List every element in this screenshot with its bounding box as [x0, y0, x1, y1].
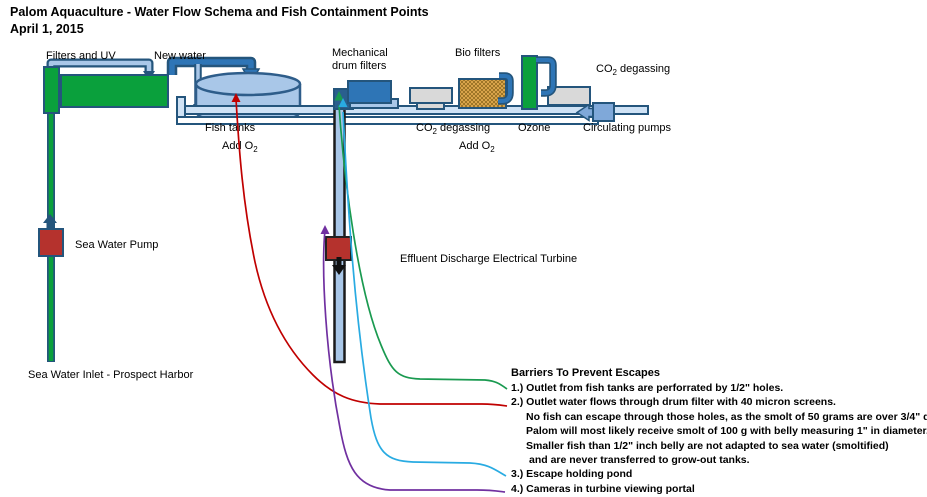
label-fish-tanks: Fish tanks [205, 122, 256, 134]
label-effluent-turbine: Effluent Discharge Electrical Turbine [400, 253, 578, 265]
barrier-line-2a: No fish can escape through those holes, … [526, 410, 927, 423]
page-title: Palom Aquaculture - Water Flow Schema an… [10, 5, 429, 19]
sea-water-pump-unit [38, 228, 64, 257]
barrier-line-3: 3.) Escape holding pond [511, 468, 633, 481]
label-ozone: Ozone [518, 122, 551, 134]
mechanical-drum-filter [347, 80, 392, 104]
co2-degassing-unit-1-pedestal [416, 102, 445, 110]
page-date: April 1, 2015 [10, 22, 84, 36]
label-filters-and-uv: Filters and UV [46, 50, 116, 62]
bio-filter-unit [458, 78, 507, 109]
label-add-o2-tank: Add O2 [222, 140, 258, 155]
barrier-line-2b: Palom will most likely receive smolt of … [526, 425, 927, 438]
label-circulating-pumps: Circulating pumps [583, 122, 672, 134]
effluent-turbine-unit [325, 236, 352, 261]
fish-tank-top [194, 71, 302, 97]
label-new-water: New water [154, 50, 206, 62]
label-co2-degassing-right: CO2 degassing [596, 63, 671, 78]
label-sea-water-inlet: Sea Water Inlet - Prospect Harbor [28, 369, 194, 381]
barriers-heading: Barriers To Prevent Escapes [511, 367, 660, 379]
label-add-o2-mid: Add O2 [459, 140, 495, 155]
barrier-line-2d: and are never transferred to grow-out ta… [529, 454, 750, 467]
ozone-unit [521, 55, 538, 110]
co2-degassing-unit-2 [547, 86, 591, 106]
pump-arrow-up-icon [43, 214, 57, 223]
filters-and-uv-unit [60, 74, 169, 108]
intake-filter-column [43, 66, 60, 114]
barrier-line-2c: Smaller fish than 1/2" inch belly are no… [526, 439, 889, 452]
label-bio-filters: Bio filters [455, 47, 501, 59]
label-sea-water-pump: Sea Water Pump [75, 239, 159, 251]
circulating-pump-unit [592, 102, 615, 122]
barrier-line-2: 2.) Outlet water flows through drum filt… [511, 396, 836, 409]
barriers-text-block: Barriers To Prevent Escapes 1.) Outlet f… [511, 366, 927, 496]
barrier-line-1: 1.) Outlet from fish tanks are perforrat… [511, 382, 784, 394]
label-mechanical-drum-filters: Mechanical drum filters [332, 47, 388, 72]
label-co2-degassing-mid: CO2 degassing [416, 122, 491, 137]
barrier-line-4: 4.) Cameras in turbine viewing portal [511, 482, 695, 495]
effluent-discharge-pipe [333, 106, 346, 364]
return-pipe-upturn [176, 96, 186, 120]
